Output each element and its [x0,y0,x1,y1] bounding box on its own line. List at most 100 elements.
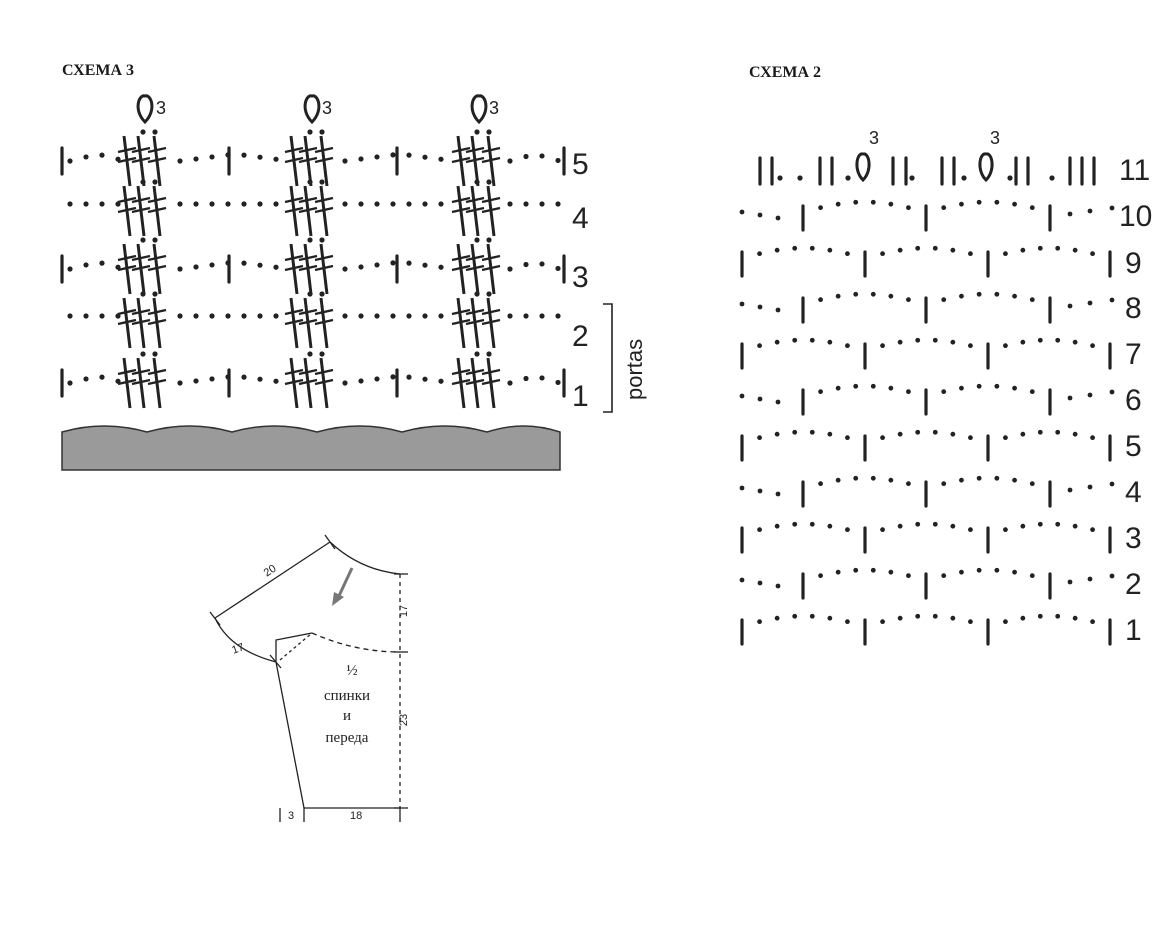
chain-stitch [906,297,911,303]
chain-stitch [115,378,121,384]
chain-stitch [1037,613,1043,619]
chain-stitch [307,237,313,243]
chain-stitch [870,475,876,481]
treble-crossbar [298,378,318,386]
schema-3-row-4: 4 [572,202,589,235]
chain-stitch [140,129,146,135]
treble-crossbar [117,318,137,326]
schema-3-row-1: 1 [572,380,589,413]
chain-stitch [422,376,428,382]
chain-stitch [67,201,73,207]
chain-stitch [915,337,921,343]
treble-crossbar [117,156,137,164]
chain-stitch [555,157,561,164]
schema-2-row-1: 1 [1125,614,1142,647]
chain-stitch [307,129,313,135]
chain-stitch [523,153,529,160]
chain-stitch [319,291,325,297]
chain-stitch [1109,389,1115,395]
chain-stitch [818,481,823,487]
chain-stitch [115,264,121,270]
schema-3-chain-count-2: 3 [322,98,333,118]
chain-stitch [67,266,73,272]
chain-stitch [358,156,364,162]
chain-stitch [976,475,982,481]
treble-crossbar [314,206,334,214]
chain-stitch [994,199,1000,205]
chain-stitch [474,237,480,243]
chain-stitch [968,435,973,441]
chain-stitch [474,129,480,135]
schema-2-chain-count-1: 3 [869,128,880,148]
chain-stitch [775,583,781,589]
chain-stitch [950,339,956,345]
chain-stitch [994,475,1000,481]
chain-stitch [775,215,781,221]
chain-stitch [915,521,921,527]
chain-stitch [968,619,973,625]
chain-stitch [1020,431,1026,437]
chain-stitch [809,245,815,251]
chain-stitch [523,261,529,268]
chain-stitch [390,152,396,158]
chain-stitch [83,262,89,268]
chain-stitch [257,313,263,319]
treble-crossbar [147,318,167,326]
chain-stitch [83,201,89,207]
chain-stitch [555,313,561,319]
chain-stitch [888,385,894,391]
chain-stitch [539,313,545,319]
chain-stitch [1067,211,1073,217]
chain-stitch [1020,247,1026,253]
schema-2-row-6: 6 [1125,384,1142,417]
chain-stitch [486,129,492,135]
chain-stitch [994,567,1000,573]
chain-stitch [486,351,492,357]
chain-stitch [140,351,146,357]
chain-stitch [539,201,545,207]
chain-stitch [880,343,885,349]
treble-crossbar [298,196,318,204]
chain-stitch [177,201,183,207]
chain-stitch [809,521,815,527]
portas-bracket [603,303,613,413]
chain-stitch [474,351,480,357]
chain-stitch [83,154,89,160]
chain-stitch [67,158,73,164]
chain-stitch [307,179,313,185]
chain-stitch [774,523,780,529]
chain-stitch [757,580,763,586]
chain-stitch [818,297,823,303]
chain-stitch [1029,481,1035,487]
chain-stitch [1037,521,1043,527]
chain-stitch [1055,245,1061,251]
chain-stitch [273,201,279,207]
chain-stitch [775,307,781,313]
schema-2-row-10: 10 [1119,200,1153,233]
chain-stitch [757,212,763,218]
piece-label-fraction: ½ [346,663,358,679]
chain-stitch [358,201,364,207]
chain-stitch [390,313,396,319]
treble-crossbar [451,318,471,326]
chain-stitch [374,262,380,268]
chain-stitch [486,237,492,243]
chain-stitch [757,619,762,625]
treble-crossbar [131,264,151,272]
chain-stitch [1055,337,1061,343]
chain-stitch [177,380,183,386]
chain-stitch [775,491,781,497]
chain-stitch [1020,339,1026,345]
dimension-bottom-width: 18 [350,810,363,822]
chain-stitch [959,477,964,483]
chain-stitch [319,129,325,135]
chain-stitch [241,374,247,380]
chain-stitch [932,429,938,435]
treble-crossbar [284,206,304,214]
treble-crossbar [284,146,304,154]
chain-stitch [1067,303,1073,309]
chain-stitch [1012,569,1017,575]
chain-stitch [1049,175,1055,181]
chain-stitch [209,201,215,207]
chain-stitch [932,245,938,251]
